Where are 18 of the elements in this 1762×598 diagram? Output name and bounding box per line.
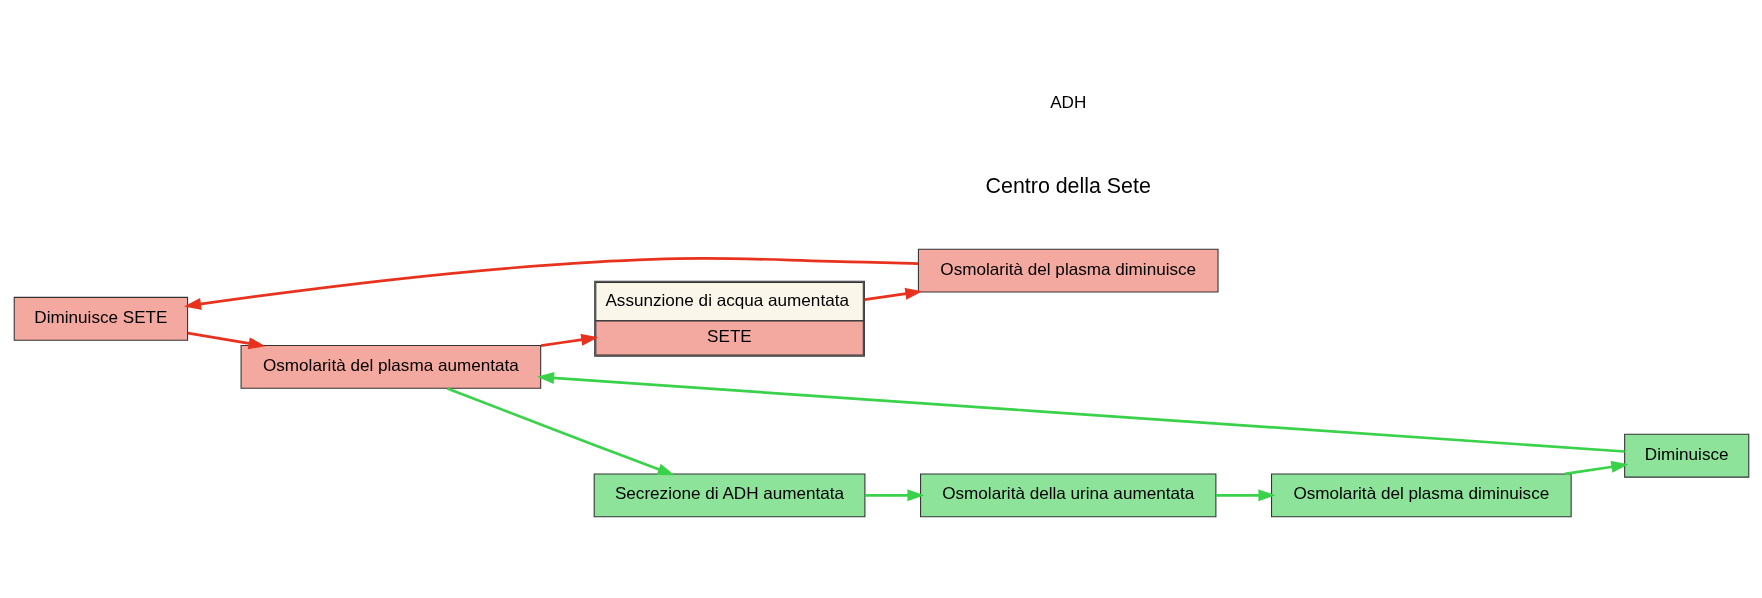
arrow [863,287,922,301]
node-box: Osmolarità del plasma diminuisce [917,248,1219,293]
arrow [864,488,925,501]
node-box: Osmolarità del plasma diminuisce [1270,472,1572,517]
node-box: Secrezione di ADH aumentata [593,472,865,517]
node-box: Diminuisce SETE [13,296,188,341]
node-box: Osmolarità del plasma aumentata [240,344,541,389]
node-box: Osmolarità della urina aumentata [919,472,1216,517]
arrow [183,256,918,310]
arrow [540,333,598,347]
arrow [446,386,675,475]
arrow [187,331,266,349]
node-box: Diminuisce [1623,433,1749,478]
arrow [1564,460,1628,475]
arrow [1215,488,1276,501]
label: ADH [1049,92,1086,112]
label: Centro della Sete [985,173,1151,197]
arrow [536,371,1625,453]
